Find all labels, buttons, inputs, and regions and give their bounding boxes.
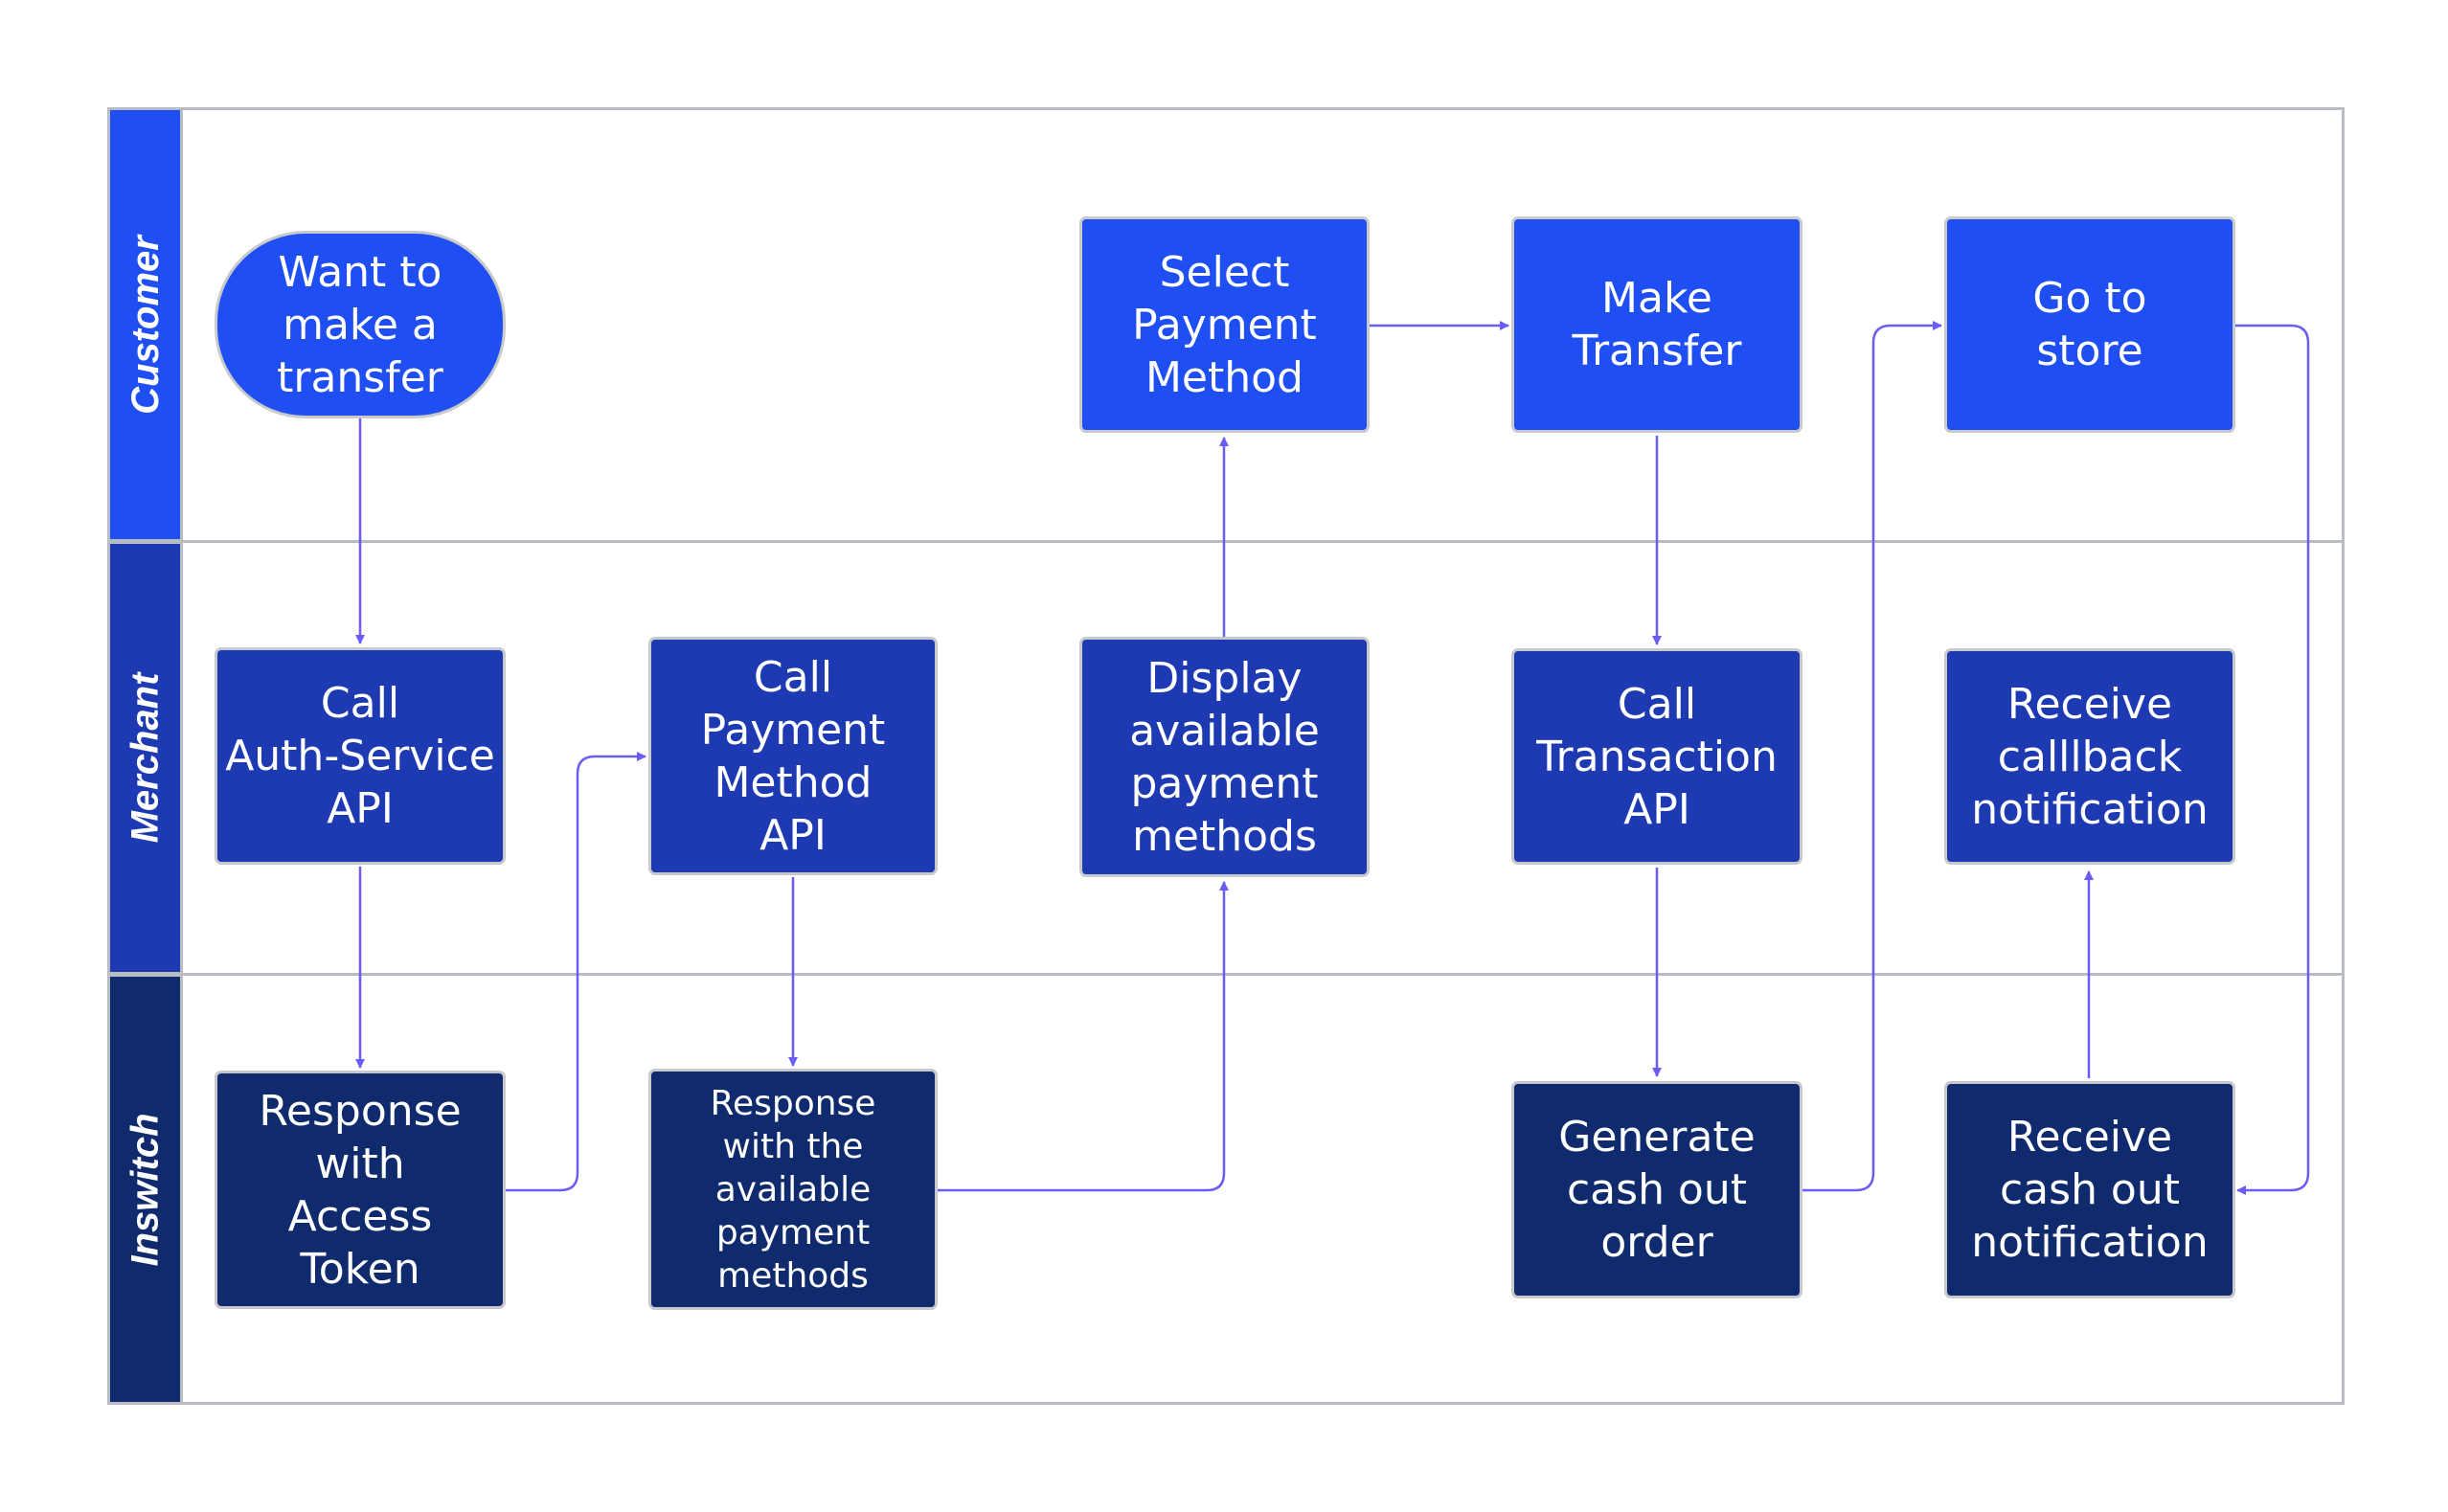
node-receive-callback-notification: Receive calllback notification <box>1944 648 2235 865</box>
lane-header-merchant: Merchant <box>107 541 181 975</box>
edge-store-to-cashout <box>2235 324 2310 1195</box>
node-call-transaction-api-label: Call Transaction API <box>1536 679 1778 834</box>
node-call-payment-method-api-label: Call Payment Method API <box>700 652 886 860</box>
node-go-to-store-label: Go to store <box>2032 274 2147 375</box>
edge-generate-to-store <box>1802 321 1942 1192</box>
node-call-transaction-api: Call Transaction API <box>1511 648 1802 865</box>
node-response-with-available-payment-methods: Response with the available payment meth… <box>648 1069 938 1310</box>
node-select-payment-method-label: Select Payment Method <box>1132 247 1317 402</box>
node-go-to-store: Go to store <box>1944 216 2235 433</box>
lane-header-customer: Customer <box>107 107 181 542</box>
node-receive-cash-out-notification-label: Receive cash out notification <box>1971 1113 2209 1267</box>
node-make-transfer-label: Make Transfer <box>1572 274 1742 375</box>
lane-divider-merchant-inswitch <box>107 973 2345 976</box>
node-call-auth-service-api: Call Auth-Service API <box>215 647 506 865</box>
node-response-with-access-token: Response with Access Token <box>215 1071 506 1309</box>
node-call-payment-method-api: Call Payment Method API <box>648 637 938 875</box>
node-want-to-make-transfer-label: Want to make a transfer <box>277 247 443 402</box>
node-generate-cash-out-order: Generate cash out order <box>1511 1081 1802 1298</box>
node-want-to-make-transfer: Want to make a transfer <box>215 231 506 418</box>
lane-divider-customer-merchant <box>107 540 2345 543</box>
node-response-with-access-token-label: Response with Access Token <box>259 1086 462 1294</box>
node-call-auth-service-api-label: Call Auth-Service API <box>225 679 495 833</box>
node-generate-cash-out-order-label: Generate cash out order <box>1558 1113 1756 1267</box>
node-response-with-available-payment-methods-label: Response with the available payment meth… <box>710 1083 876 1296</box>
lane-header-divider <box>180 107 183 1405</box>
edge-response-to-display <box>937 881 1229 1192</box>
node-display-available-payment-methods: Display available payment methods <box>1079 637 1370 877</box>
node-receive-cash-out-notification: Receive cash out notification <box>1944 1081 2235 1298</box>
node-make-transfer: Make Transfer <box>1511 216 1802 433</box>
node-display-available-payment-methods-label: Display available payment methods <box>1129 653 1320 861</box>
node-receive-callback-notification-label: Receive calllback notification <box>1971 679 2209 834</box>
node-select-payment-method: Select Payment Method <box>1079 216 1370 433</box>
edge-token-to-payment-api <box>505 752 646 1192</box>
